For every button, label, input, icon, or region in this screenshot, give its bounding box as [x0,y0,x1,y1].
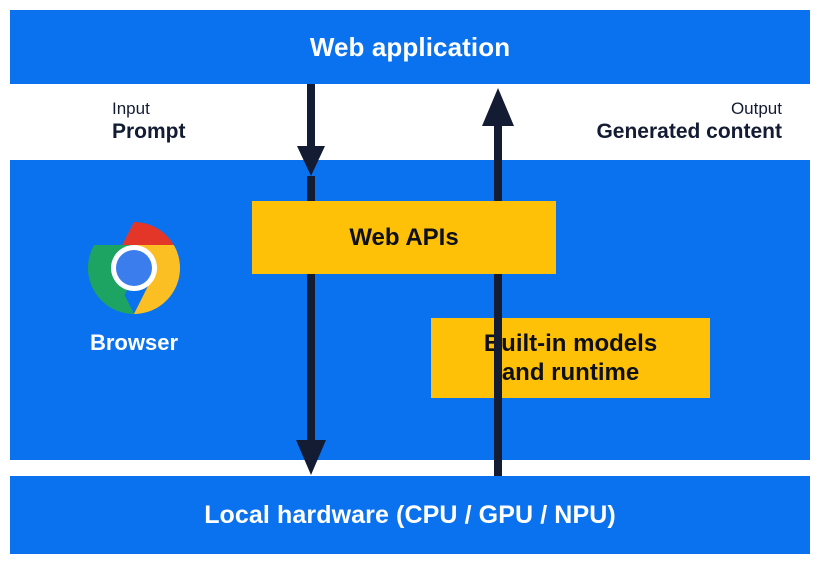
box-builtin-models-label: Built-in models and runtime [483,329,658,386]
browser-label: Browser [89,330,179,355]
band-local-hardware-label: Local hardware (CPU / GPU / NPU) [204,500,616,529]
box-web-apis: Web APIs [252,201,556,274]
label-input-value: Prompt [112,120,186,144]
box-builtin-models: Built-in models and runtime [431,318,710,398]
label-input-caption: Input [112,99,150,118]
band-local-hardware: Local hardware (CPU / GPU / NPU) [10,476,810,554]
label-output-flow: Output Generated content [596,98,782,146]
browser-group: Browser [64,220,204,356]
box-web-apis-label: Web APIs [349,223,459,251]
label-input-flow: Input Prompt [112,98,186,146]
label-output-value: Generated content [596,120,782,144]
band-web-application-label: Web application [309,31,511,62]
band-web-application: Web application [10,10,810,84]
label-output-caption: Output [730,99,782,118]
chrome-logo-icon [88,222,180,314]
